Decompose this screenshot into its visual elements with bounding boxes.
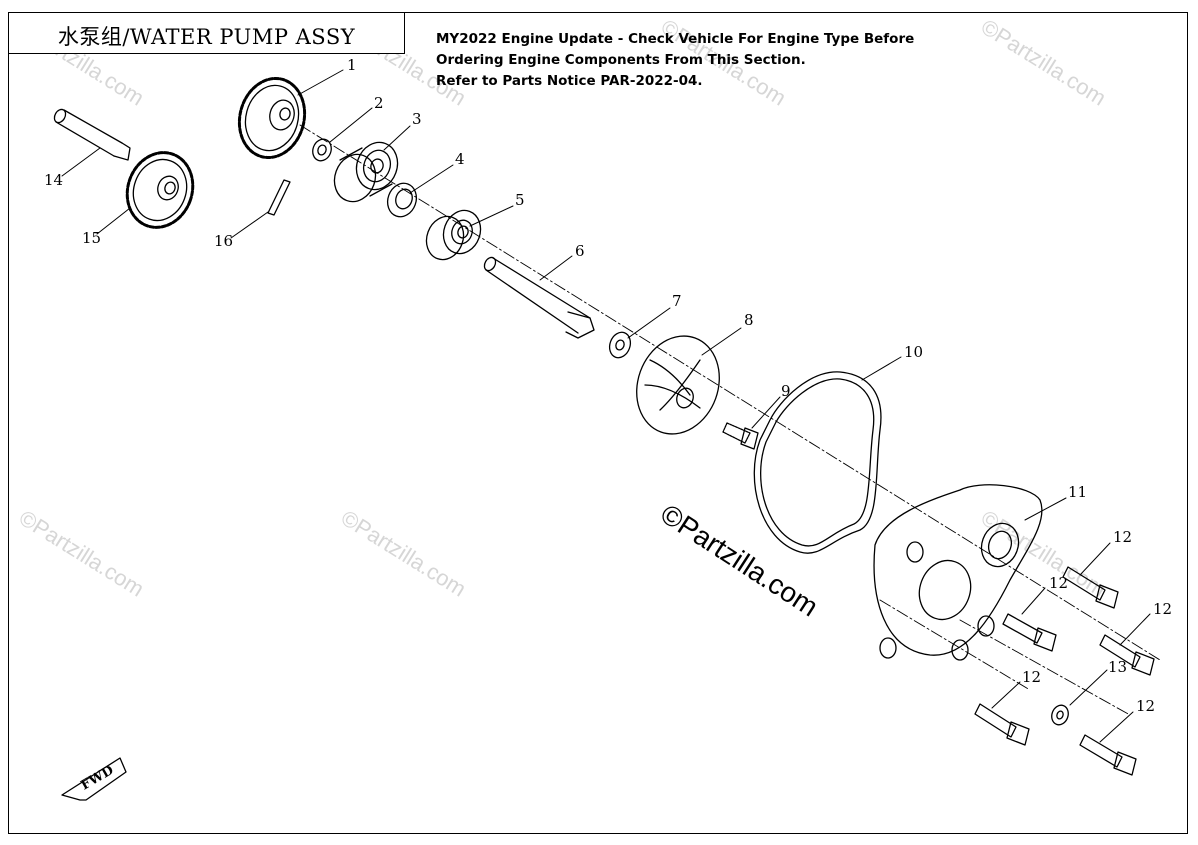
callout-14: 14 <box>44 171 63 189</box>
part-10-gasket <box>753 371 882 554</box>
diagram-frame <box>8 12 1188 834</box>
callout-2: 2 <box>374 94 384 112</box>
center-axis <box>959 619 1131 716</box>
callout-12: 12 <box>1136 697 1155 715</box>
part-12-bolt <box>974 703 1030 746</box>
page-title: 水泵组/WATER PUMP ASSY <box>57 25 356 49</box>
callout-15: 15 <box>82 229 101 247</box>
part-8-impeller <box>636 335 720 435</box>
callout-12: 12 <box>1153 600 1172 618</box>
part-12-bolt <box>1062 566 1119 609</box>
fwd-arrow-icon <box>61 757 127 801</box>
part-12-bolt <box>1079 734 1137 776</box>
part-16-pin <box>267 179 291 216</box>
callout-4: 4 <box>455 150 465 168</box>
callout-5: 5 <box>515 191 525 209</box>
part-12-bolt <box>1099 634 1155 676</box>
part-4-seal <box>386 182 418 218</box>
callout-8: 8 <box>744 311 754 329</box>
part-6-pump-shaft <box>483 256 595 339</box>
engine-update-notice: MY2022 Engine Update - Check Vehicle For… <box>436 29 914 92</box>
notice-line: MY2022 Engine Update - Check Vehicle For… <box>436 31 915 47</box>
part-11-pump-cover <box>873 484 1043 661</box>
callout-16: 16 <box>214 232 233 250</box>
callout-13: 13 <box>1108 658 1127 676</box>
callout-1: 1 <box>347 56 357 74</box>
part-7-washer <box>608 331 632 359</box>
part-2-washer <box>312 138 332 162</box>
callout-3: 3 <box>412 110 422 128</box>
part-3-bearing <box>333 141 399 203</box>
part-9-bolt <box>722 422 759 450</box>
part-14-shaft <box>53 108 131 161</box>
callout-6: 6 <box>575 242 585 260</box>
notice-line: Refer to Parts Notice PAR-2022-04. <box>436 73 703 89</box>
part-15-gear <box>125 151 195 229</box>
callout-12: 12 <box>1022 668 1041 686</box>
callout-9: 9 <box>781 382 791 400</box>
callout-11: 11 <box>1068 483 1087 501</box>
part-12-bolt <box>1002 613 1057 652</box>
part-5-mechanical-seal <box>425 209 482 261</box>
callout-12: 12 <box>1113 528 1132 546</box>
notice-line: Ordering Engine Components From This Sec… <box>436 52 806 68</box>
callout-12: 12 <box>1049 574 1068 592</box>
part-1-gear <box>237 76 307 160</box>
callout-7: 7 <box>672 292 682 310</box>
part-13-washer <box>1051 704 1069 726</box>
title-box: 水泵组/WATER PUMP ASSY <box>8 12 405 54</box>
center-axis <box>299 124 1161 661</box>
center-axis <box>879 599 1031 691</box>
callout-10: 10 <box>904 343 923 361</box>
